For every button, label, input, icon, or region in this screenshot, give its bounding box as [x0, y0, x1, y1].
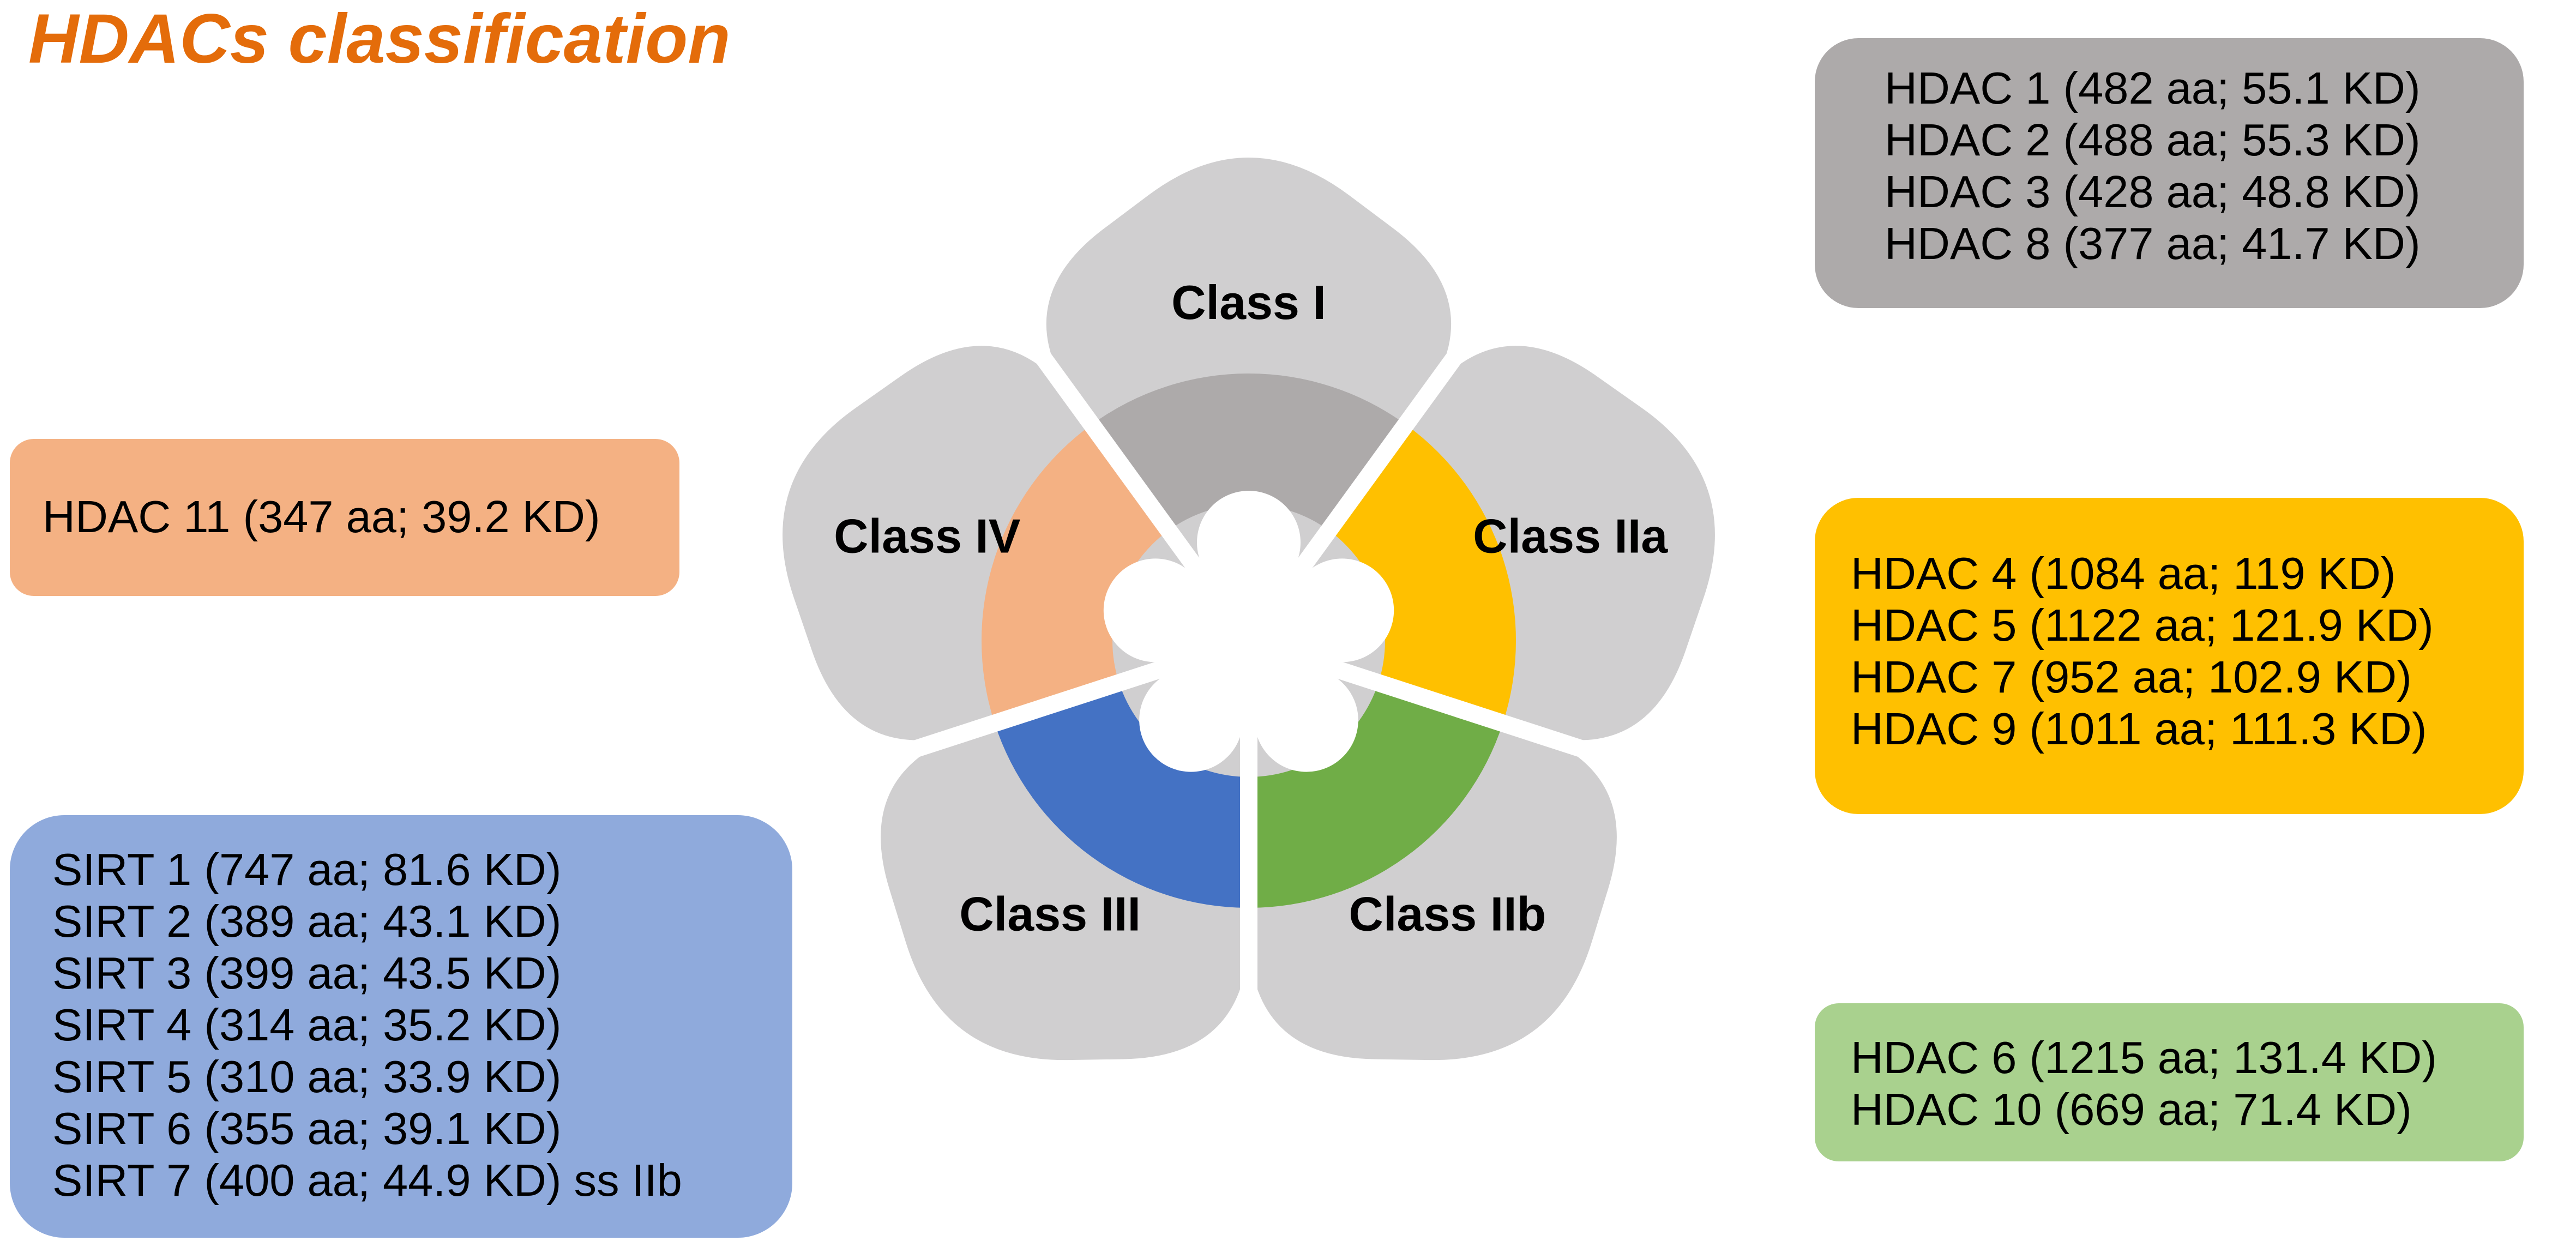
segment-class-iib: [1249, 673, 1617, 1061]
member-row: HDAC 1 (482 aa; 55.1 KD): [1885, 63, 2421, 113]
member-row: HDAC 10 (669 aa; 71.4 KD): [1851, 1084, 2412, 1135]
class-iib-members-box: HDAC 6 (1215 aa; 131.4 KD) HDAC 10 (669 …: [1815, 1003, 2524, 1161]
member-row: SIRT 7 (400 aa; 44.9 KD) ss IIb: [52, 1155, 682, 1206]
member-row: HDAC 4 (1084 aa; 119 KD): [1851, 548, 2396, 599]
center-lobe: [1103, 558, 1207, 662]
member-row: SIRT 3 (399 aa; 43.5 KD): [52, 948, 562, 998]
label-class-iii: Class III: [959, 887, 1141, 941]
member-row: HDAC 8 (377 aa; 41.7 KD): [1885, 218, 2421, 269]
class-i-members-box: HDAC 1 (482 aa; 55.1 KD) HDAC 2 (488 aa;…: [1815, 38, 2524, 308]
center-lobe: [1139, 668, 1243, 772]
member-row: SIRT 6 (355 aa; 39.1 KD): [52, 1103, 562, 1154]
center-lobe: [1290, 558, 1394, 662]
ring-class-iii: [994, 683, 1249, 908]
label-class-iia: Class IIa: [1473, 509, 1668, 563]
page-title: HDACs classification: [28, 0, 731, 78]
segment-dividers: [675, 150, 1822, 1240]
member-row: HDAC 5 (1122 aa; 121.9 KD): [1851, 600, 2434, 650]
center-lobe: [1197, 491, 1301, 594]
ring-class-iia: [1328, 424, 1516, 724]
member-row: SIRT 4 (314 aa; 35.2 KD): [52, 999, 562, 1050]
member-row: HDAC 3 (428 aa; 48.8 KD): [1885, 166, 2421, 217]
member-row: HDAC 7 (952 aa; 102.9 KD): [1851, 652, 2412, 702]
label-class-i: Class I: [1171, 275, 1326, 329]
label-class-iib: Class IIb: [1349, 887, 1546, 941]
segment-class-iv: [783, 346, 1195, 740]
segment-class-i: [1046, 158, 1452, 579]
segment-divider: [889, 150, 1218, 593]
member-row: SIRT 2 (389 aa; 43.1 KD): [52, 896, 562, 947]
member-row: HDAC 6 (1215 aa; 131.4 KD): [1851, 1032, 2437, 1083]
class-iia-members-box: HDAC 4 (1084 aa; 119 KD) HDAC 5 (1122 aa…: [1815, 498, 2524, 814]
center-lobe: [1254, 668, 1358, 772]
member-row: HDAC 11 (347 aa; 39.2 KD): [43, 491, 600, 542]
label-class-iv: Class IV: [834, 509, 1021, 563]
ring-class-iib: [1249, 683, 1503, 908]
segment-divider: [675, 652, 1189, 835]
segment-divider: [1308, 652, 1822, 835]
member-row: SIRT 5 (310 aa; 33.9 KD): [52, 1051, 562, 1102]
class-iii-members-box: SIRT 1 (747 aa; 81.6 KD) SIRT 2 (389 aa;…: [10, 815, 792, 1238]
segment-class-iia: [1302, 346, 1715, 740]
segment-divider: [1280, 150, 1609, 593]
center-hole: [1103, 491, 1394, 772]
member-row: HDAC 9 (1011 aa; 111.3 KD): [1851, 703, 2427, 754]
segment-class-iii: [881, 673, 1249, 1061]
member-row: HDAC 2 (488 aa; 55.3 KD): [1885, 115, 2421, 165]
ring-class-iv: [982, 424, 1169, 724]
class-iv-members-box: HDAC 11 (347 aa; 39.2 KD): [10, 439, 679, 596]
member-row: SIRT 1 (747 aa; 81.6 KD): [52, 844, 562, 895]
ring-class-i: [1091, 373, 1406, 531]
